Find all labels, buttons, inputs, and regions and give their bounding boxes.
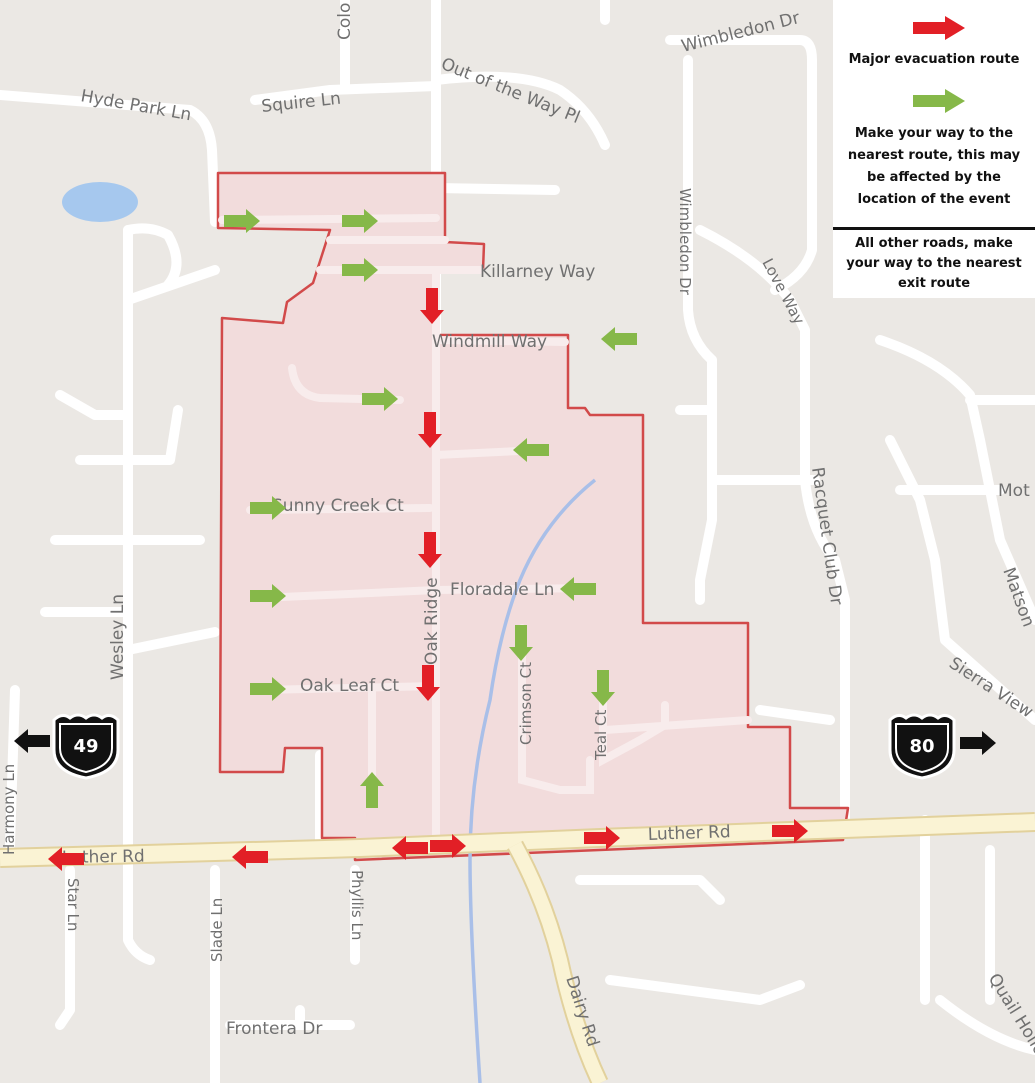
black-arrow-icon (14, 729, 50, 753)
label-quail: Quail Hollow (984, 970, 1035, 1071)
interstate-shield-icon: 80 (888, 713, 956, 780)
legend-other-roads: All other roads, make your way to the ne… (846, 236, 1022, 291)
highway-80-number: 80 (909, 736, 934, 757)
label-hyde-park: Hyde Park Ln (79, 86, 193, 125)
map-legend: Major evacuation route Make your way to … (833, 0, 1035, 298)
legend-nearest-route: Make your way to the nearest route, this… (847, 126, 1021, 207)
label-oak-ridge: Oak Ridge (422, 577, 442, 665)
label-harmony: Harmony Ln (0, 764, 18, 855)
label-oak-leaf: Oak Leaf Ct (300, 676, 399, 696)
legend-major-route: Major evacuation route (848, 52, 1020, 67)
label-slade: Slade Ln (208, 898, 226, 962)
label-wimbledon-top: Wimbledon Dr (679, 8, 801, 57)
green-arrow-icon (913, 89, 965, 113)
label-teal: Teal Ct (592, 710, 610, 761)
label-wimbledon-side: Wimbledon Dr (676, 188, 694, 296)
highway-49-number: 49 (73, 736, 98, 757)
zone-roads (218, 214, 752, 842)
label-sunny-creek: Sunny Creek Ct (272, 496, 404, 516)
label-phyllis: Phyllis Ln (348, 870, 366, 940)
label-frontera: Frontera Dr (226, 1019, 322, 1039)
highway-49[interactable]: 49 (14, 713, 120, 780)
highway-80[interactable]: 80 (888, 713, 996, 780)
label-crimson: Crimson Ct (517, 662, 535, 745)
creek (468, 478, 597, 1083)
major-roads (0, 812, 1035, 1083)
label-killarney: Killarney Way (480, 262, 595, 282)
label-racquet-club: Racquet Club Dr (807, 466, 846, 606)
label-windmill: Windmill Way (432, 332, 547, 352)
label-floradale: Floradale Ln (450, 580, 554, 600)
legend-divider (833, 227, 1035, 230)
black-arrow-icon (960, 731, 996, 755)
label-colo: Colo (335, 3, 355, 40)
label-star: Star Ln (64, 878, 82, 931)
label-luther-right: Luther Rd (647, 822, 730, 845)
label-wesley: Wesley Ln (108, 594, 128, 680)
red-arrow-icon (913, 16, 965, 40)
green-arrow-icon (601, 327, 637, 351)
interstate-shield-icon: 49 (52, 713, 120, 780)
label-sierra-view: Sierra View (945, 653, 1035, 722)
label-matson: Matson (998, 565, 1035, 630)
label-mot: Mot (998, 481, 1030, 501)
pond (62, 182, 138, 222)
